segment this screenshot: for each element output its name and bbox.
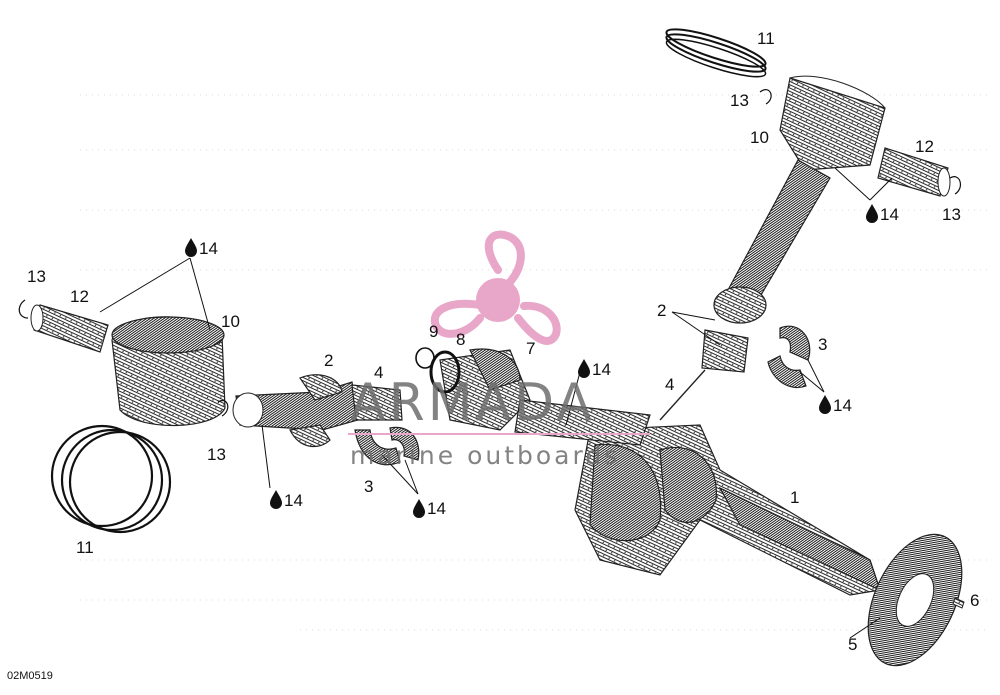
oil-drop-icon — [413, 499, 425, 518]
callout-11-bottom: 11 — [76, 538, 94, 557]
lubricant-drop-4: 14 — [578, 359, 611, 379]
oil-drop-icon — [270, 490, 282, 509]
callout-3-left: 3 — [364, 477, 373, 496]
lubricant-drop-5: 14 — [866, 204, 899, 224]
crankshaft — [574, 424, 882, 596]
svg-text:14: 14 — [833, 396, 852, 415]
callout-13-left-mid: 13 — [207, 445, 226, 464]
circlip-left-mid — [217, 400, 229, 417]
oil-drop-icon — [819, 395, 831, 414]
callout-11-top: 11 — [757, 29, 775, 48]
piston-right — [779, 75, 886, 171]
callout-3-right: 3 — [818, 335, 827, 354]
piston-pin-left — [30, 304, 109, 353]
lubricant-drop-3: 14 — [413, 499, 446, 518]
callout-10-right: 10 — [750, 128, 769, 147]
oil-drop-icon — [578, 359, 590, 378]
circlip-right — [949, 176, 962, 195]
svg-text:14: 14 — [427, 499, 446, 518]
callout-12-right: 12 — [915, 137, 934, 156]
callout-4-left: 4 — [374, 363, 383, 382]
piston-rings-left — [50, 424, 172, 534]
callout-12-left: 12 — [70, 287, 89, 306]
propeller-logo-icon — [430, 230, 561, 345]
callout-10-left: 10 — [221, 312, 240, 331]
callout-5: 5 — [848, 635, 857, 654]
leader-lines — [99, 167, 893, 639]
callout-9: 9 — [429, 322, 438, 341]
oil-drop-icon — [866, 204, 878, 223]
svg-text:14: 14 — [284, 491, 303, 510]
callout-2-right: 2 — [657, 301, 666, 320]
callout-8: 8 — [456, 330, 465, 349]
crank-journal-center — [439, 348, 651, 446]
callout-2-left: 2 — [324, 351, 333, 370]
callout-6: 6 — [970, 591, 979, 610]
piston-rings-right — [665, 28, 767, 78]
svg-text:14: 14 — [199, 239, 218, 258]
piston-left — [111, 316, 226, 427]
crank-gear — [867, 533, 963, 667]
connecting-rod-right — [713, 159, 831, 324]
connecting-rod-left — [232, 374, 359, 448]
oil-drop-icon — [185, 238, 197, 257]
piston-pin-right — [877, 147, 951, 197]
svg-text:14: 14 — [592, 360, 611, 379]
lubricant-drop-1: 14 — [185, 238, 218, 258]
callouts: 1 2 2 3 3 4 4 5 6 7 8 9 10 10 11 11 12 1… — [27, 29, 979, 654]
circlip-top — [759, 89, 772, 105]
callout-7: 7 — [526, 339, 535, 358]
watermark-tagline: marine outboards — [350, 441, 620, 470]
bearing-left — [354, 426, 420, 466]
background-dotted-lines — [80, 94, 990, 631]
callout-1: 1 — [790, 488, 799, 507]
lubricant-drop-6: 14 — [819, 395, 852, 415]
woodruff-key — [952, 597, 965, 609]
svg-text:14: 14 — [880, 205, 899, 224]
drawing-reference-code: 02M0519 — [7, 670, 53, 682]
circlip-left-top — [18, 299, 29, 319]
seal-ring-9 — [415, 347, 435, 369]
callout-13-right: 13 — [942, 205, 961, 224]
bearing-right — [767, 325, 811, 389]
brand-watermark: ARMADA marine outboards — [348, 230, 650, 470]
callout-4-right: 4 — [665, 375, 674, 394]
callout-13-left-top: 13 — [27, 267, 46, 286]
callout-13-top: 13 — [730, 91, 749, 110]
watermark-brand: ARMADA — [350, 373, 595, 433]
lubricant-marks: 14 14 14 14 14 14 — [185, 204, 899, 518]
lubricant-drop-2: 14 — [270, 490, 303, 510]
seal-ring-8 — [429, 350, 461, 394]
rod-cap-left — [351, 384, 403, 421]
